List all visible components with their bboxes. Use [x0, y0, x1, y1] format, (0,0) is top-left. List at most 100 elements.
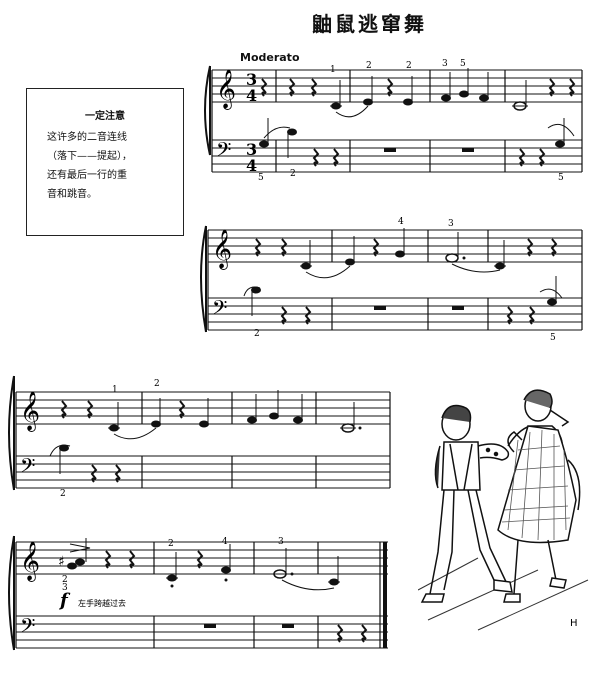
slur — [49, 444, 71, 457]
system-1-brace — [204, 65, 211, 156]
bass-clef-icon: 𝄢 — [212, 296, 227, 324]
time-signature-top: 3 — [246, 140, 257, 159]
note-head — [67, 562, 77, 570]
slur — [263, 126, 291, 139]
fingering: 2 — [254, 329, 260, 339]
rest-icon — [551, 238, 557, 257]
dancing-children-illustration: H — [418, 389, 589, 631]
rest-icon — [539, 148, 545, 167]
staccato-dot — [170, 584, 174, 588]
fingering: 3 — [62, 583, 68, 593]
boy-figure-icon — [420, 404, 513, 603]
fingering: 2 — [60, 489, 66, 499]
rest-icon — [115, 464, 121, 483]
note-head — [287, 128, 297, 136]
treble-clef-icon: 𝄞 — [20, 541, 40, 582]
slur — [281, 579, 335, 591]
fingering: 2 — [62, 575, 68, 585]
rest-icon — [179, 400, 185, 419]
note-head — [59, 444, 69, 452]
rest-icon — [373, 238, 379, 257]
system-2-barlines — [207, 230, 583, 330]
note-head — [269, 412, 279, 420]
rest-icon — [527, 238, 533, 257]
rest-icon — [507, 306, 513, 325]
slur — [547, 123, 575, 137]
slur — [305, 265, 351, 279]
note-box-heading: 一定注意 — [85, 111, 125, 122]
left-hand-crossover-note: 左手跨越过去 — [78, 598, 126, 608]
tempo-marking: Moderato — [240, 51, 300, 64]
rest-icon — [519, 148, 525, 167]
fingering: 1 — [112, 385, 118, 395]
rest-icon — [569, 78, 575, 97]
system-1-barlines — [211, 70, 583, 172]
fingering: 5 — [550, 333, 556, 343]
slur — [539, 288, 563, 299]
fingering: 2 — [406, 61, 412, 71]
note-head — [403, 98, 413, 106]
fingering: 3 — [278, 537, 284, 547]
rest-icon — [313, 148, 319, 167]
rest-icon — [61, 400, 67, 419]
slur — [335, 105, 369, 118]
note-head — [247, 416, 257, 424]
note-head — [151, 420, 161, 428]
rest-icon — [387, 78, 393, 97]
slur — [451, 263, 501, 273]
whole-rest-icon — [452, 306, 464, 310]
rest-icon — [105, 550, 111, 569]
system-2-brace — [200, 225, 207, 333]
note-head — [441, 94, 451, 102]
system-4-brace — [8, 535, 15, 651]
whole-rest-icon — [462, 148, 474, 152]
note-head — [345, 258, 355, 266]
whole-rest-icon — [384, 148, 396, 152]
bass-clef-icon: 𝄢 — [20, 614, 35, 642]
note-head — [259, 140, 269, 148]
treble-clef-icon: 𝄞 — [20, 391, 40, 432]
rest-icon — [549, 78, 555, 97]
fingering: 5 — [558, 173, 564, 183]
system-3-barlines — [15, 392, 391, 488]
bass-clef-icon: 𝄢 — [216, 138, 231, 166]
rest-icon — [333, 148, 339, 167]
system-4: 𝄞 𝄢 ♯ 2 3 2 4 3 f 左手跨越过去 — [8, 535, 388, 651]
note-box-line-1: 这许多的二音连线 — [47, 132, 127, 143]
note-head — [555, 140, 565, 148]
system-3-brace — [8, 375, 15, 491]
note-head — [363, 98, 373, 106]
rest-icon — [87, 400, 93, 419]
note-box-line-2: （落下——提起）， — [47, 151, 132, 162]
note-head — [547, 298, 557, 306]
practice-note-box: 一定注意 这许多的二音连线 （落下——提起）， 还有最后一行的重 音和跳音。 — [26, 88, 184, 236]
rest-icon — [529, 306, 535, 325]
rest-icon — [289, 78, 295, 97]
slur — [243, 286, 261, 297]
rest-icon — [129, 550, 135, 569]
whole-rest-icon — [204, 624, 216, 628]
note-head — [199, 420, 209, 428]
system-3-bass-staff — [16, 455, 390, 489]
system-4-barlines — [15, 542, 387, 648]
note-head — [459, 90, 469, 98]
whole-rest-icon — [374, 306, 386, 310]
rest-icon — [255, 238, 261, 257]
fingering: 5 — [258, 173, 264, 183]
rest-icon — [305, 306, 311, 325]
dotted-half-note-head — [445, 253, 459, 263]
fingering: 4 — [222, 537, 228, 547]
slur — [113, 427, 157, 440]
dynamic-forte: f — [58, 590, 71, 611]
piece-title: 鼬鼠逃窜舞 — [312, 12, 427, 36]
girl-figure-icon — [497, 389, 581, 603]
rest-icon — [281, 238, 287, 257]
system-4-bass-staff — [16, 615, 388, 649]
system-3: 𝄞 𝄢 1 2 2 — [8, 375, 391, 499]
system-3-treble-staff — [16, 391, 390, 425]
note-head — [75, 558, 85, 566]
fingering: 4 — [398, 217, 404, 227]
note-box-line-3: 还有最后一行的重 — [47, 170, 127, 181]
note-head — [221, 566, 231, 574]
